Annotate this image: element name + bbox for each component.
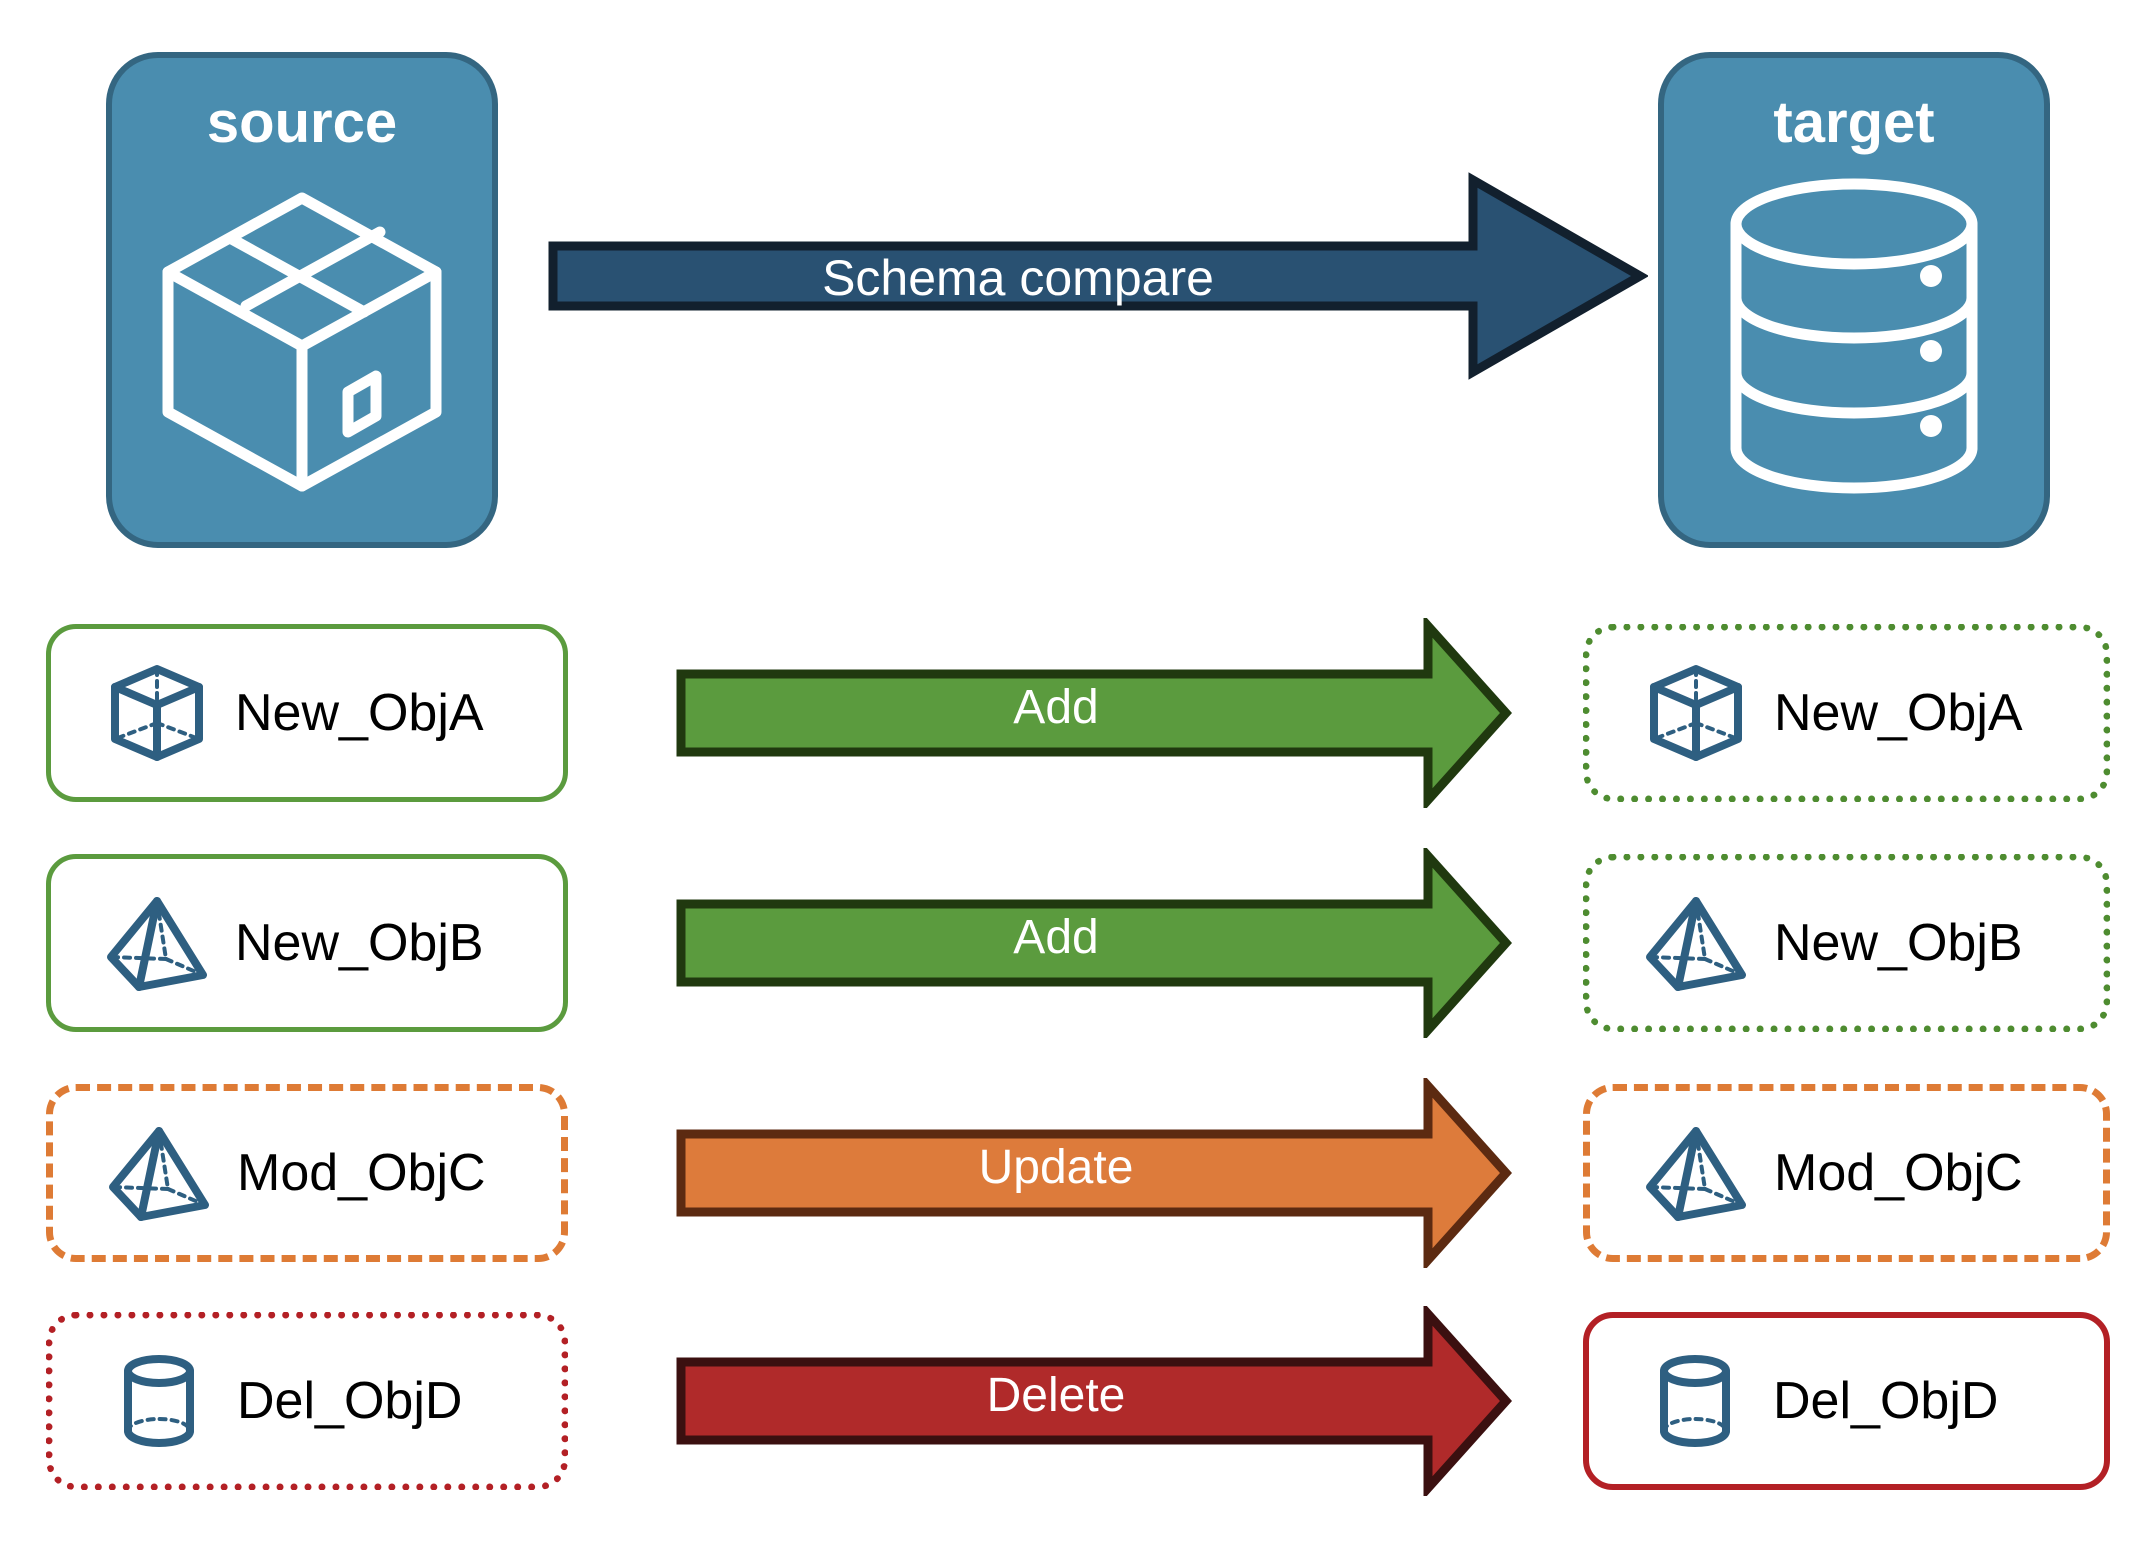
source-endpoint-card[interactable]: source <box>106 52 498 548</box>
wireframe-pyramid-icon <box>1644 891 1748 995</box>
target-object-card-0[interactable]: New_ObjA <box>1583 624 2110 802</box>
source-object-label-3: Del_ObjD <box>237 1372 463 1430</box>
target-object-card-2[interactable]: Mod_ObjC <box>1583 1084 2110 1262</box>
target-title: target <box>1773 90 1935 155</box>
action-label-3: Delete <box>986 1369 1126 1422</box>
source-object-label-2: Mod_ObjC <box>237 1144 486 1202</box>
package-box-icon <box>152 176 452 511</box>
action-arrow-update-2[interactable] <box>676 1074 1513 1272</box>
target-object-label-0: New_ObjA <box>1774 684 2023 742</box>
object-row: Mod_ObjC Update <box>0 1074 2150 1272</box>
target-object-card-3[interactable]: Del_ObjD <box>1583 1312 2110 1490</box>
source-object-card-3[interactable]: Del_ObjD <box>46 1312 568 1490</box>
wireframe-pyramid-icon <box>107 1121 211 1225</box>
schema-compare-label: Schema compare <box>822 250 1214 306</box>
wireframe-pyramid-icon <box>105 891 209 995</box>
wireframe-cylinder-icon <box>1643 1349 1747 1453</box>
target-object-label-3: Del_ObjD <box>1773 1372 1999 1430</box>
object-row: New_ObjB Add <box>0 844 2150 1042</box>
target-endpoint-card[interactable]: target <box>1658 52 2050 548</box>
action-arrow-add-1[interactable] <box>676 844 1513 1042</box>
action-label-2: Update <box>978 1141 1134 1194</box>
source-object-card-2[interactable]: Mod_ObjC <box>46 1084 568 1262</box>
schema-compare-arrow[interactable]: Schema compare <box>548 166 1650 386</box>
target-object-label-2: Mod_ObjC <box>1774 1144 2023 1202</box>
source-object-card-0[interactable]: New_ObjA <box>46 624 568 802</box>
database-cylinder-icon <box>1719 176 1989 501</box>
source-object-label-0: New_ObjA <box>235 684 484 742</box>
target-object-card-1[interactable]: New_ObjB <box>1583 854 2110 1032</box>
object-row: New_ObjA Add <box>0 614 2150 812</box>
wireframe-cube-icon <box>1644 661 1748 765</box>
action-label-1: Add <box>1013 911 1099 964</box>
source-title: source <box>206 90 398 155</box>
wireframe-cube-icon <box>105 661 209 765</box>
wireframe-cylinder-icon <box>107 1349 211 1453</box>
source-object-label-1: New_ObjB <box>235 914 484 972</box>
target-object-label-1: New_ObjB <box>1774 914 2023 972</box>
source-object-card-1[interactable]: New_ObjB <box>46 854 568 1032</box>
object-row: Del_ObjD Delete Del_ObjD <box>0 1302 2150 1500</box>
action-arrow-add-0[interactable] <box>676 614 1513 812</box>
wireframe-pyramid-icon <box>1644 1121 1748 1225</box>
action-arrow-delete-3[interactable] <box>676 1302 1513 1500</box>
action-label-0: Add <box>1013 681 1099 734</box>
